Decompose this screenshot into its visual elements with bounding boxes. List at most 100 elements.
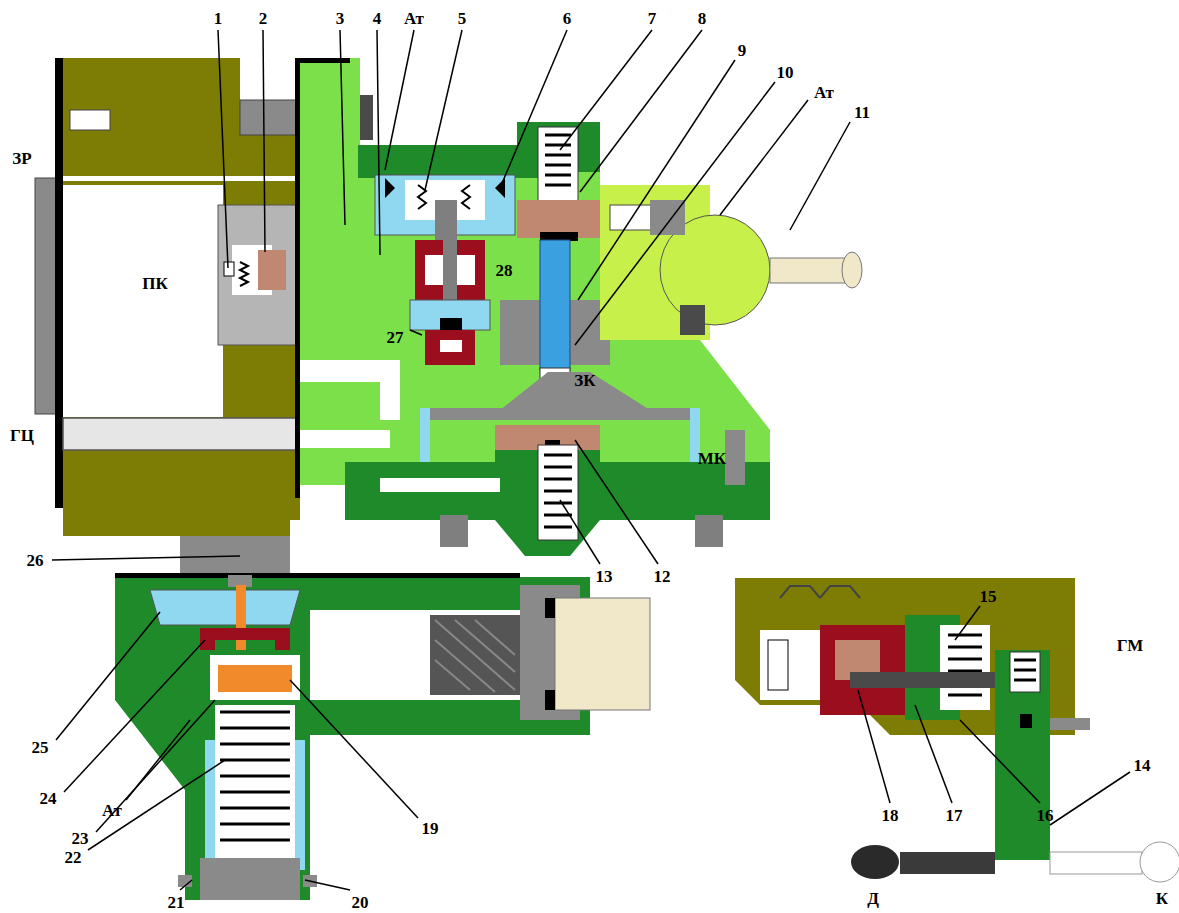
callout-number: 19 [422,820,439,837]
small-valve [850,672,1000,688]
leader-line [263,30,265,252]
leader-line [218,30,228,268]
lower-valve [545,690,555,710]
small-valve [1140,842,1179,882]
upper-valve [440,318,462,330]
callout-number: 1 [214,10,223,27]
leader-line [88,760,225,850]
callout-number: 20 [352,894,369,911]
leader-line [305,880,350,890]
port-label: Ат [102,802,122,819]
lower-valve [115,573,520,578]
leader-line [64,640,205,792]
callout-number: 14 [1134,757,1151,774]
port-label: ГМ [1117,637,1144,654]
callout-number: 9 [738,42,747,59]
small-valve [760,630,830,700]
lower-valve [115,573,650,900]
callout-number: 6 [563,10,572,27]
valve-body [295,58,770,498]
valve-body [380,360,400,420]
leader-line [425,30,462,190]
upper-valve [443,240,457,300]
bottom-plate [440,515,468,547]
upper-valve [415,240,485,300]
callout-number: 22 [65,849,82,866]
port-label: ЗК [574,372,595,389]
leader-line [340,30,345,225]
lower-valve [430,615,520,695]
bottom-plate [544,455,572,527]
port-label: ЗР [12,150,31,167]
small-valve [1050,852,1142,874]
small-valve [900,852,995,874]
leader-line [96,700,215,832]
housing [218,205,298,345]
callout-number: 12 [654,568,671,585]
upper-valve [358,145,540,178]
leader-line [560,30,652,150]
right-valve-stack [538,127,578,202]
lower-valve [115,577,590,900]
leader-line [790,122,850,230]
port-label: ПК [142,275,168,292]
small-valve [780,586,860,598]
callout-number: 4 [373,10,382,27]
leader-line [377,30,380,255]
housing [55,58,63,508]
lower-valve [220,712,290,840]
callout-number: 5 [458,10,467,27]
callout-number: 3 [336,10,345,27]
housing [70,110,110,130]
spring-symbol [240,262,248,286]
small-valve [995,650,1050,860]
upper-valve [410,300,490,330]
leader-line [575,82,775,345]
right-valve-stack [420,408,430,468]
housing [63,418,300,450]
right-valve-stack [430,408,692,420]
leader-line [960,720,1040,803]
callout-number: 24 [40,790,57,807]
leader-line [385,30,414,170]
lower-valve [545,598,555,618]
right-valve-stack [500,372,650,410]
callout-number: 25 [32,739,49,756]
lower-valve [236,585,246,650]
small-valve [768,640,788,690]
leader-line [1050,772,1130,825]
handle-assembly [600,185,862,340]
port-label: МК [698,450,726,467]
lower-valve [150,590,300,625]
valve-body [300,430,390,448]
callout-number: 15 [980,588,997,605]
callout-number: 18 [882,807,899,824]
callout-number: 10 [777,64,794,81]
port-label: Д [867,890,879,907]
leader-line [290,680,418,818]
valve-body [300,58,350,63]
bottom-plate [538,445,578,540]
lower-valve [218,665,292,692]
leader-line [560,500,600,564]
right-valve-stack [540,240,570,370]
callout-number: 16 [1037,807,1054,824]
leader-line [720,100,808,215]
leader-line [915,705,952,803]
callout-number: 21 [168,894,185,911]
handle-assembly [770,258,850,283]
housing [224,262,234,276]
leader-line [580,30,702,192]
upper-valve [425,330,475,365]
housing [258,250,286,290]
lower-valve [435,620,515,692]
small-valve [735,578,1179,882]
lower-valve [210,655,300,700]
leader-line [410,330,422,335]
lower-valve [555,598,650,710]
handle-assembly [680,305,705,335]
port-label: ГЦ [10,427,34,444]
bottom-plate [380,478,500,492]
